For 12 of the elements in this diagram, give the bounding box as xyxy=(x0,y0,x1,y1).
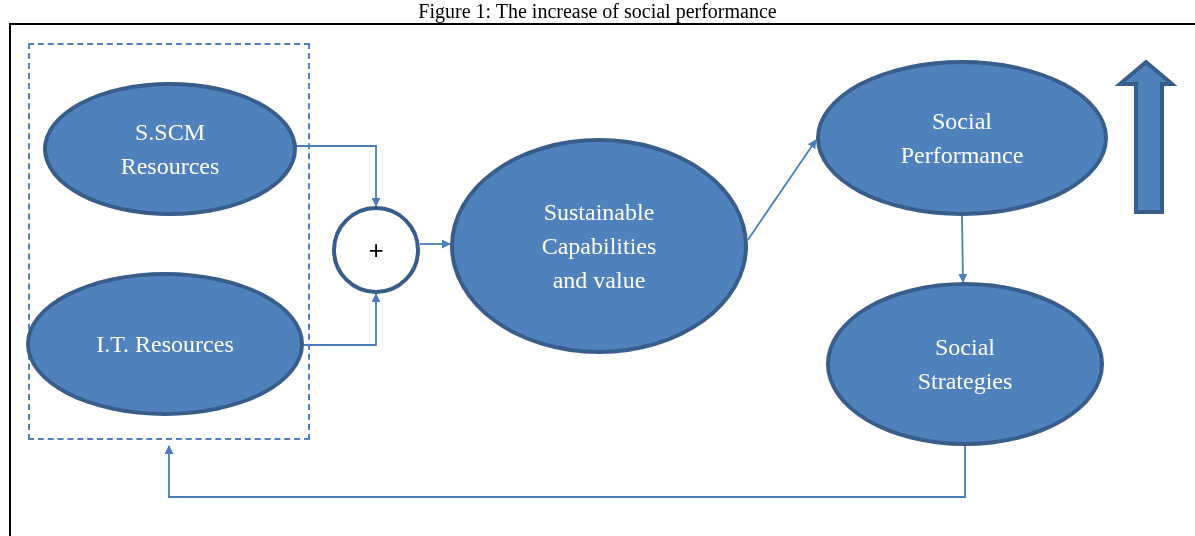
ellipse-node: S.SCM Resources xyxy=(43,82,297,216)
arrow xyxy=(746,139,817,241)
figure-title: Figure 1: The increase of social performance xyxy=(417,0,778,22)
ellipse-node: Social Strategies xyxy=(826,282,1104,446)
ellipse-node: Sustainable Capabilities and value xyxy=(450,138,748,354)
ellipse-node: I.T. Resources xyxy=(26,272,304,416)
arrow xyxy=(958,215,968,283)
arrow xyxy=(419,239,451,249)
sum-circle: + xyxy=(332,206,420,294)
arrow xyxy=(164,445,966,498)
dashed-group-box xyxy=(28,43,310,440)
ellipse-node: Social Performance xyxy=(816,60,1108,216)
